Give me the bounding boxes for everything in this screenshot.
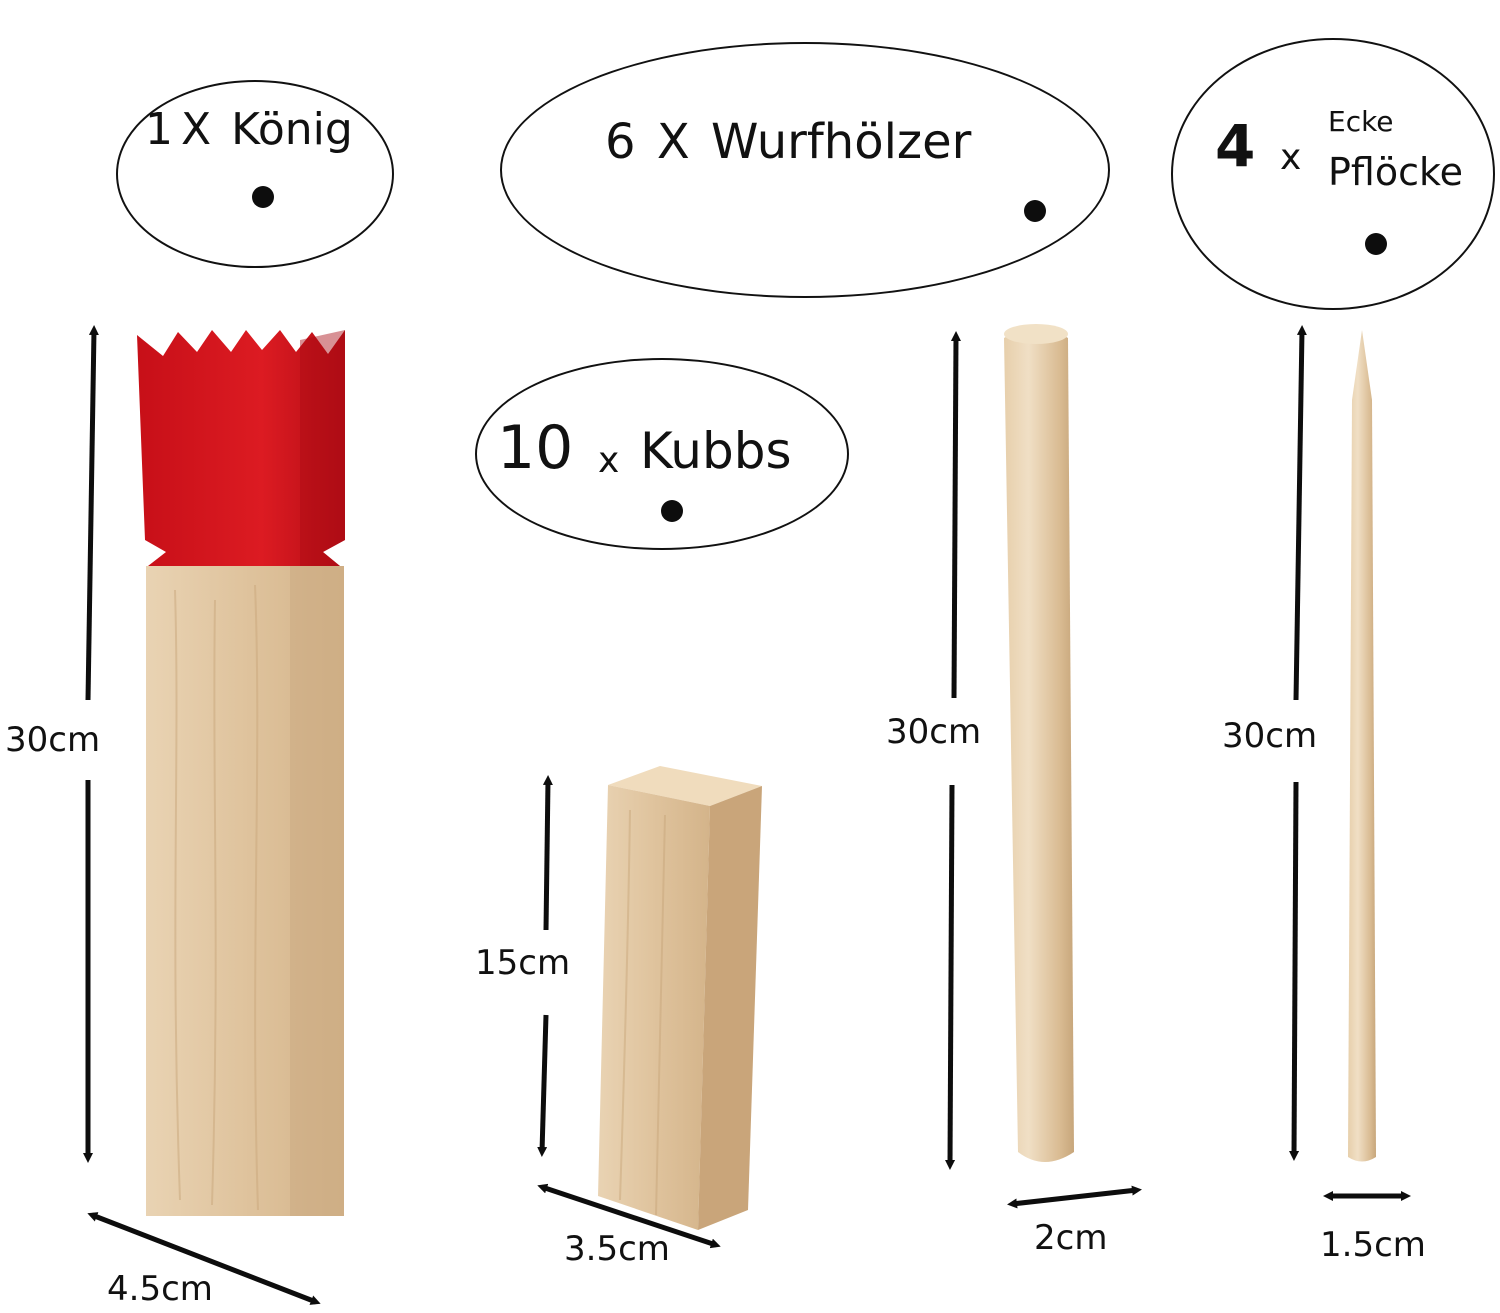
stake-width-label: 1.5cm [1320, 1225, 1426, 1265]
king-height-label: 30cm [5, 720, 101, 760]
baton-body [1004, 328, 1074, 1162]
baton-piece [1004, 324, 1074, 1162]
stakes-bottom: Pflöcke [1328, 150, 1464, 194]
kubb-height-label: 15cm [475, 943, 571, 983]
stake-piece [1348, 330, 1376, 1162]
stake-height-label: 30cm [1222, 716, 1318, 756]
baton-height-arrow-lower [945, 784, 956, 1170]
king-label-dot [252, 186, 274, 208]
stakes-top: Ecke [1328, 105, 1394, 138]
batons-label: 6 X Wurfhölzer [605, 118, 971, 166]
kubbs-x: x [598, 440, 620, 481]
batons-count: 6 [605, 114, 636, 170]
stakes-label-ellipse [1171, 38, 1495, 310]
king-crown [137, 330, 345, 566]
kubbs-name: Kubbs [640, 422, 792, 480]
kubb-side [698, 786, 762, 1230]
stakes-x: x [1280, 137, 1302, 178]
king-width-label: 4.5cm [107, 1269, 213, 1309]
batons-label-dot [1024, 200, 1046, 222]
batons-x: X [656, 114, 690, 170]
king-x: X [181, 104, 212, 155]
kubbs-label-ellipse [475, 358, 849, 550]
batons-label-ellipse [500, 42, 1110, 298]
king-height-arrow [85, 325, 99, 701]
baton-height-arrow [950, 331, 961, 699]
batons-name: Wurfhölzer [710, 114, 972, 170]
king-label-ellipse [116, 80, 394, 268]
king-name: König [231, 104, 353, 155]
king-count: 1 [145, 104, 173, 155]
king-crown-shadow [300, 330, 345, 566]
king-body-side [290, 566, 344, 1216]
kubb-piece [598, 766, 762, 1230]
kubb-height-arrow [542, 775, 553, 931]
kubbs-label-dot [661, 500, 683, 522]
kubb-width-arrow [537, 1183, 721, 1249]
kubb-width-label: 3.5cm [564, 1229, 670, 1269]
baton-height-label: 30cm [886, 712, 982, 752]
king-width-arrow [87, 1212, 321, 1305]
kubb-top [608, 766, 762, 806]
stakes-count: 4 [1215, 112, 1256, 180]
kubbs-count: 10 [497, 413, 574, 483]
stake-height-arrow-lower [1289, 781, 1300, 1161]
king-piece [137, 330, 345, 1216]
stakes-label-dot [1365, 233, 1387, 255]
stake-body [1348, 330, 1376, 1162]
stake-height-arrow [1293, 325, 1307, 701]
baton-width-arrow [1007, 1185, 1142, 1209]
baton-end [1004, 324, 1068, 344]
baton-width-label: 2cm [1034, 1218, 1108, 1258]
kubb-front [598, 785, 710, 1230]
kubb-height-arrow-lower [537, 1014, 549, 1157]
